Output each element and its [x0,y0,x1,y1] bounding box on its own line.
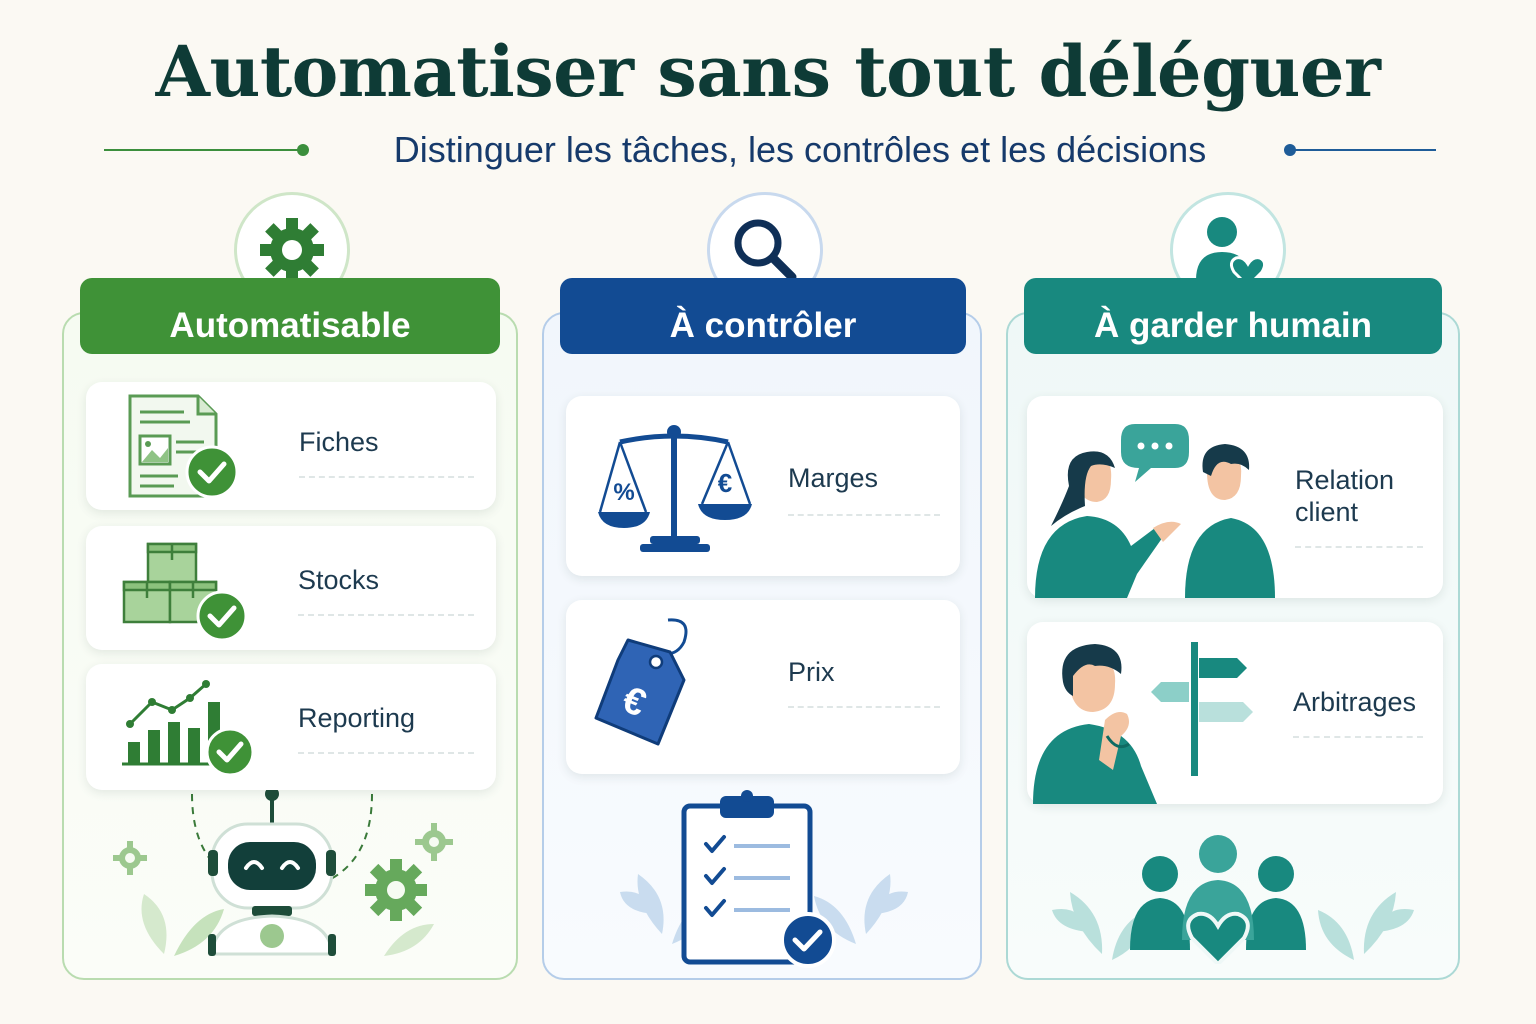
header-automatisable: Automatisable [80,278,500,354]
decorative-dot-left [297,144,309,156]
header-a-controler: À contrôler [560,278,966,354]
page-title: Automatiser sans tout déléguer [155,30,1381,113]
card-label-arbitrages: Arbitrages [1293,687,1417,717]
balance-scale-icon: % € [598,425,752,552]
card-arbitrages: Arbitrages [1027,622,1443,804]
divider [788,514,940,516]
card-stocks: Stocks [86,526,496,650]
community-heart-icon [1052,835,1414,964]
divider [298,614,474,616]
card-relation-client: Relation client [1027,396,1443,598]
card-label-reporting: Reporting [298,703,416,733]
gear-icon [260,218,324,282]
decorative-rule-right [1292,149,1436,151]
card-label-client: client [1295,497,1359,527]
card-label-fiches: Fiches [299,427,379,457]
two-people-conversation-icon [1035,424,1275,598]
thinking-person-signpost-icon [1033,642,1253,804]
page-subtitle: Distinguer les tâches, les contrôles et … [393,129,1207,170]
card-label-prix: Prix [788,657,835,687]
bar-chart-check-icon [122,680,255,777]
decorative-rule-left [104,149,302,151]
robot-icon [113,787,453,956]
divider [299,476,474,478]
divider [1295,546,1423,548]
card-marges: % € Marges [566,396,960,576]
card-label-marges: Marges [788,463,879,493]
header-a-garder-humain: À garder humain [1024,278,1442,354]
card-label-relation: Relation [1295,465,1395,495]
magnifier-icon [734,219,797,282]
boxes-check-icon [122,542,248,642]
product-sheet-check-icon [128,394,239,499]
person-heart-icon [1196,217,1267,289]
divider [298,752,474,754]
card-prix: € Prix [566,600,960,774]
svg-text:%: % [613,479,634,506]
decorative-dot-right [1284,144,1296,156]
card-fiches: Fiches [86,382,496,510]
subtitle-row: Distinguer les tâches, les contrôles et … [0,128,1536,172]
svg-text:€: € [718,468,732,498]
card-label-stocks: Stocks [298,565,380,595]
card-reporting: Reporting [86,664,496,790]
divider [788,706,940,708]
checklist-clipboard-icon [620,790,908,968]
divider [1293,736,1423,738]
euro-price-tag-icon: € [594,618,688,746]
